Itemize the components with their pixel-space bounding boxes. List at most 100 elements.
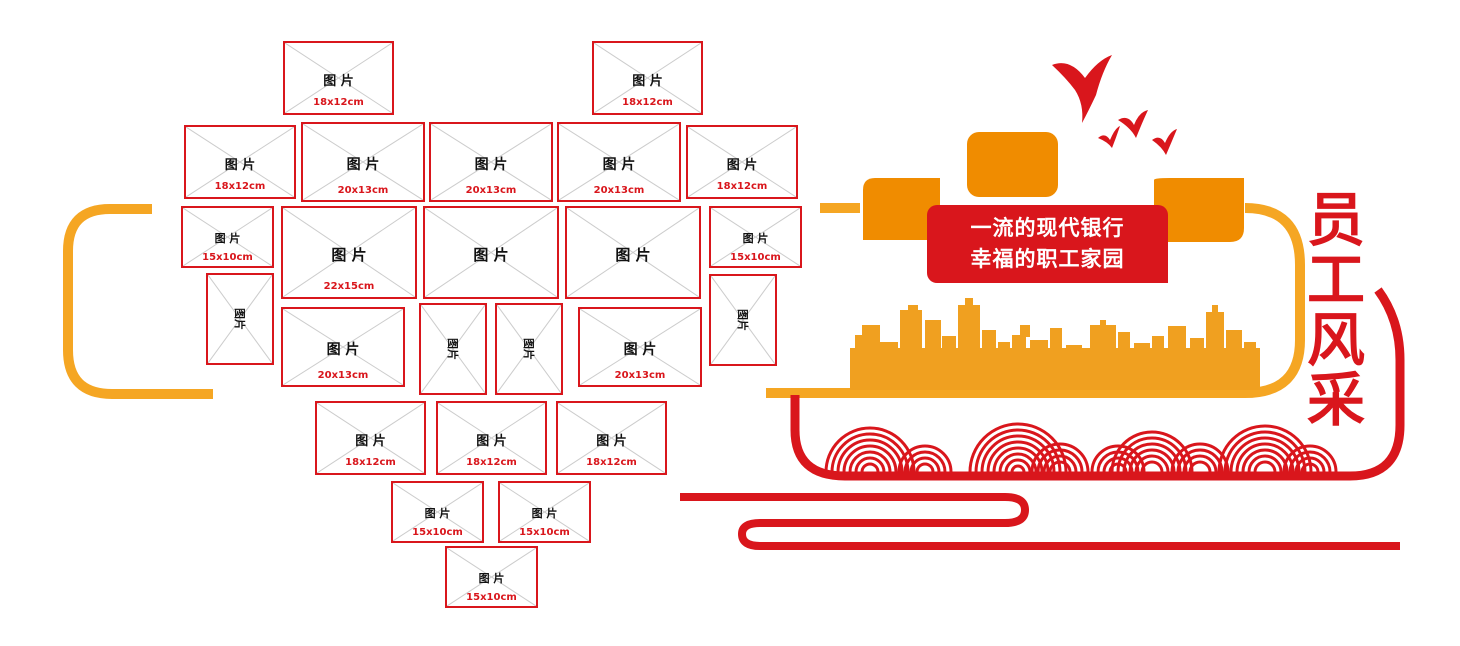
cloud-arc xyxy=(1042,454,1078,473)
cloud-arc xyxy=(860,462,880,473)
photo-frame: 图 片 15x10cm xyxy=(181,206,274,268)
photo-frame: 图 片 18x12cm xyxy=(184,125,296,199)
photo-size: 18x12cm xyxy=(716,181,768,192)
cloud-arc xyxy=(1282,444,1338,473)
cloud-arc xyxy=(848,450,892,473)
cloud-arc xyxy=(1188,460,1212,473)
placeholder-cross-icon xyxy=(711,276,775,364)
photo-frame: 图 片 20x13cm xyxy=(578,307,702,387)
placeholder-cross-icon xyxy=(283,309,403,385)
photo-frame-vertical: 图片 xyxy=(419,303,487,395)
photo-size: 22x15cm xyxy=(323,281,375,292)
title-char: 工 xyxy=(1306,246,1365,314)
cloud-arc xyxy=(1036,448,1084,473)
cloud-arc xyxy=(1134,454,1170,473)
photo-frame: 图 片 xyxy=(423,206,559,299)
photo-label: 图片 xyxy=(233,308,246,330)
cloud-arc xyxy=(909,456,941,473)
placeholder-cross-icon xyxy=(285,43,392,113)
photo-label: 图 片 xyxy=(214,232,241,245)
photo-frame: 图 片 20x13cm xyxy=(557,122,681,202)
red-rounded-frame xyxy=(790,287,1405,481)
placeholder-cross-icon xyxy=(421,305,485,393)
vertical-title: 员 工 风 采 xyxy=(1300,190,1372,430)
photo-frame: 图 片 18x12cm xyxy=(315,401,426,475)
cloud-arc xyxy=(915,462,935,473)
cloud-arc xyxy=(1140,460,1164,473)
photo-label: 图 片 xyxy=(474,157,508,173)
cloud-arc xyxy=(1288,450,1332,473)
photo-frame-vertical: 图片 xyxy=(206,273,274,365)
cloud-arc xyxy=(1235,442,1295,473)
photo-frame: 图 片 20x13cm xyxy=(281,307,405,387)
photo-label: 图片 xyxy=(522,338,535,360)
photo-frame: 图 片 18x12cm xyxy=(436,401,547,475)
photo-frame: 图 片 15x10cm xyxy=(445,546,538,608)
title-char: 采 xyxy=(1306,366,1365,434)
cloud-arc xyxy=(1247,454,1283,473)
photo-label: 图 片 xyxy=(596,434,627,449)
bottom-wave-line xyxy=(680,493,1400,550)
cloud-arc xyxy=(1122,442,1182,473)
photo-label: 图 片 xyxy=(726,158,758,173)
cloud-arc xyxy=(1010,464,1026,473)
cloud-arc xyxy=(1048,460,1072,473)
cloud-arc xyxy=(903,450,947,473)
cloud-arc xyxy=(1004,458,1032,473)
photo-frame: 图 片 18x12cm xyxy=(686,125,798,199)
birds xyxy=(1052,55,1177,155)
photo-label: 图 片 xyxy=(742,232,769,245)
photo-frame: 图 片 22x15cm xyxy=(281,206,417,299)
photo-size: 20x13cm xyxy=(337,185,389,196)
photo-label: 图 片 xyxy=(424,507,451,520)
placeholder-cross-icon xyxy=(497,305,561,393)
photo-size: 18x12cm xyxy=(214,181,266,192)
photo-frame: 图 片 15x10cm xyxy=(498,481,591,543)
placeholder-cross-icon xyxy=(303,124,423,200)
cloud-arc xyxy=(854,456,886,473)
photo-frame: 图 片 15x10cm xyxy=(391,481,484,543)
photo-label: 图 片 xyxy=(323,74,354,89)
photo-label: 图 片 xyxy=(476,434,507,449)
placeholder-cross-icon xyxy=(317,403,424,473)
photo-size: 15x10cm xyxy=(202,252,253,263)
photo-label: 图 片 xyxy=(224,158,256,173)
slogan-banner: 一流的现代银行 幸福的职工家园 xyxy=(927,205,1168,283)
orange-top-block xyxy=(967,132,1058,197)
orange-left-block xyxy=(863,178,940,240)
city-skyline xyxy=(850,298,1260,390)
placeholder-cross-icon xyxy=(183,208,272,266)
photo-size: 20x13cm xyxy=(317,370,369,381)
cloud-arc xyxy=(998,452,1038,473)
photo-label: 图 片 xyxy=(531,507,558,520)
cloud-arc xyxy=(1300,462,1320,473)
photo-label: 图片 xyxy=(736,309,749,331)
cloud-arc xyxy=(1182,454,1218,473)
placeholder-cross-icon xyxy=(688,127,796,197)
photo-size: 18x12cm xyxy=(345,457,396,468)
photo-label: 图 片 xyxy=(478,572,505,585)
photo-label: 图 片 xyxy=(355,434,386,449)
cloud-pattern xyxy=(824,422,1338,473)
photo-frame: 图 片 18x12cm xyxy=(592,41,703,115)
photo-label: 图 片 xyxy=(602,157,636,173)
placeholder-cross-icon xyxy=(283,208,415,297)
photo-size: 15x10cm xyxy=(730,252,781,263)
placeholder-cross-icon xyxy=(559,124,679,200)
photo-label: 图 片 xyxy=(473,246,509,264)
photo-size: 15x10cm xyxy=(412,527,463,538)
placeholder-cross-icon xyxy=(580,309,700,385)
photo-size: 18x12cm xyxy=(466,457,517,468)
photo-label: 图 片 xyxy=(346,157,380,173)
title-char: 风 xyxy=(1306,306,1365,374)
photo-label: 图片 xyxy=(446,338,459,360)
placeholder-cross-icon xyxy=(431,124,551,200)
cloud-arc xyxy=(1294,456,1326,473)
photo-size: 20x13cm xyxy=(593,185,645,196)
placeholder-cross-icon xyxy=(438,403,545,473)
cloud-arc xyxy=(986,440,1050,473)
photo-size: 18x12cm xyxy=(622,97,673,108)
photo-label: 图 片 xyxy=(623,342,657,358)
